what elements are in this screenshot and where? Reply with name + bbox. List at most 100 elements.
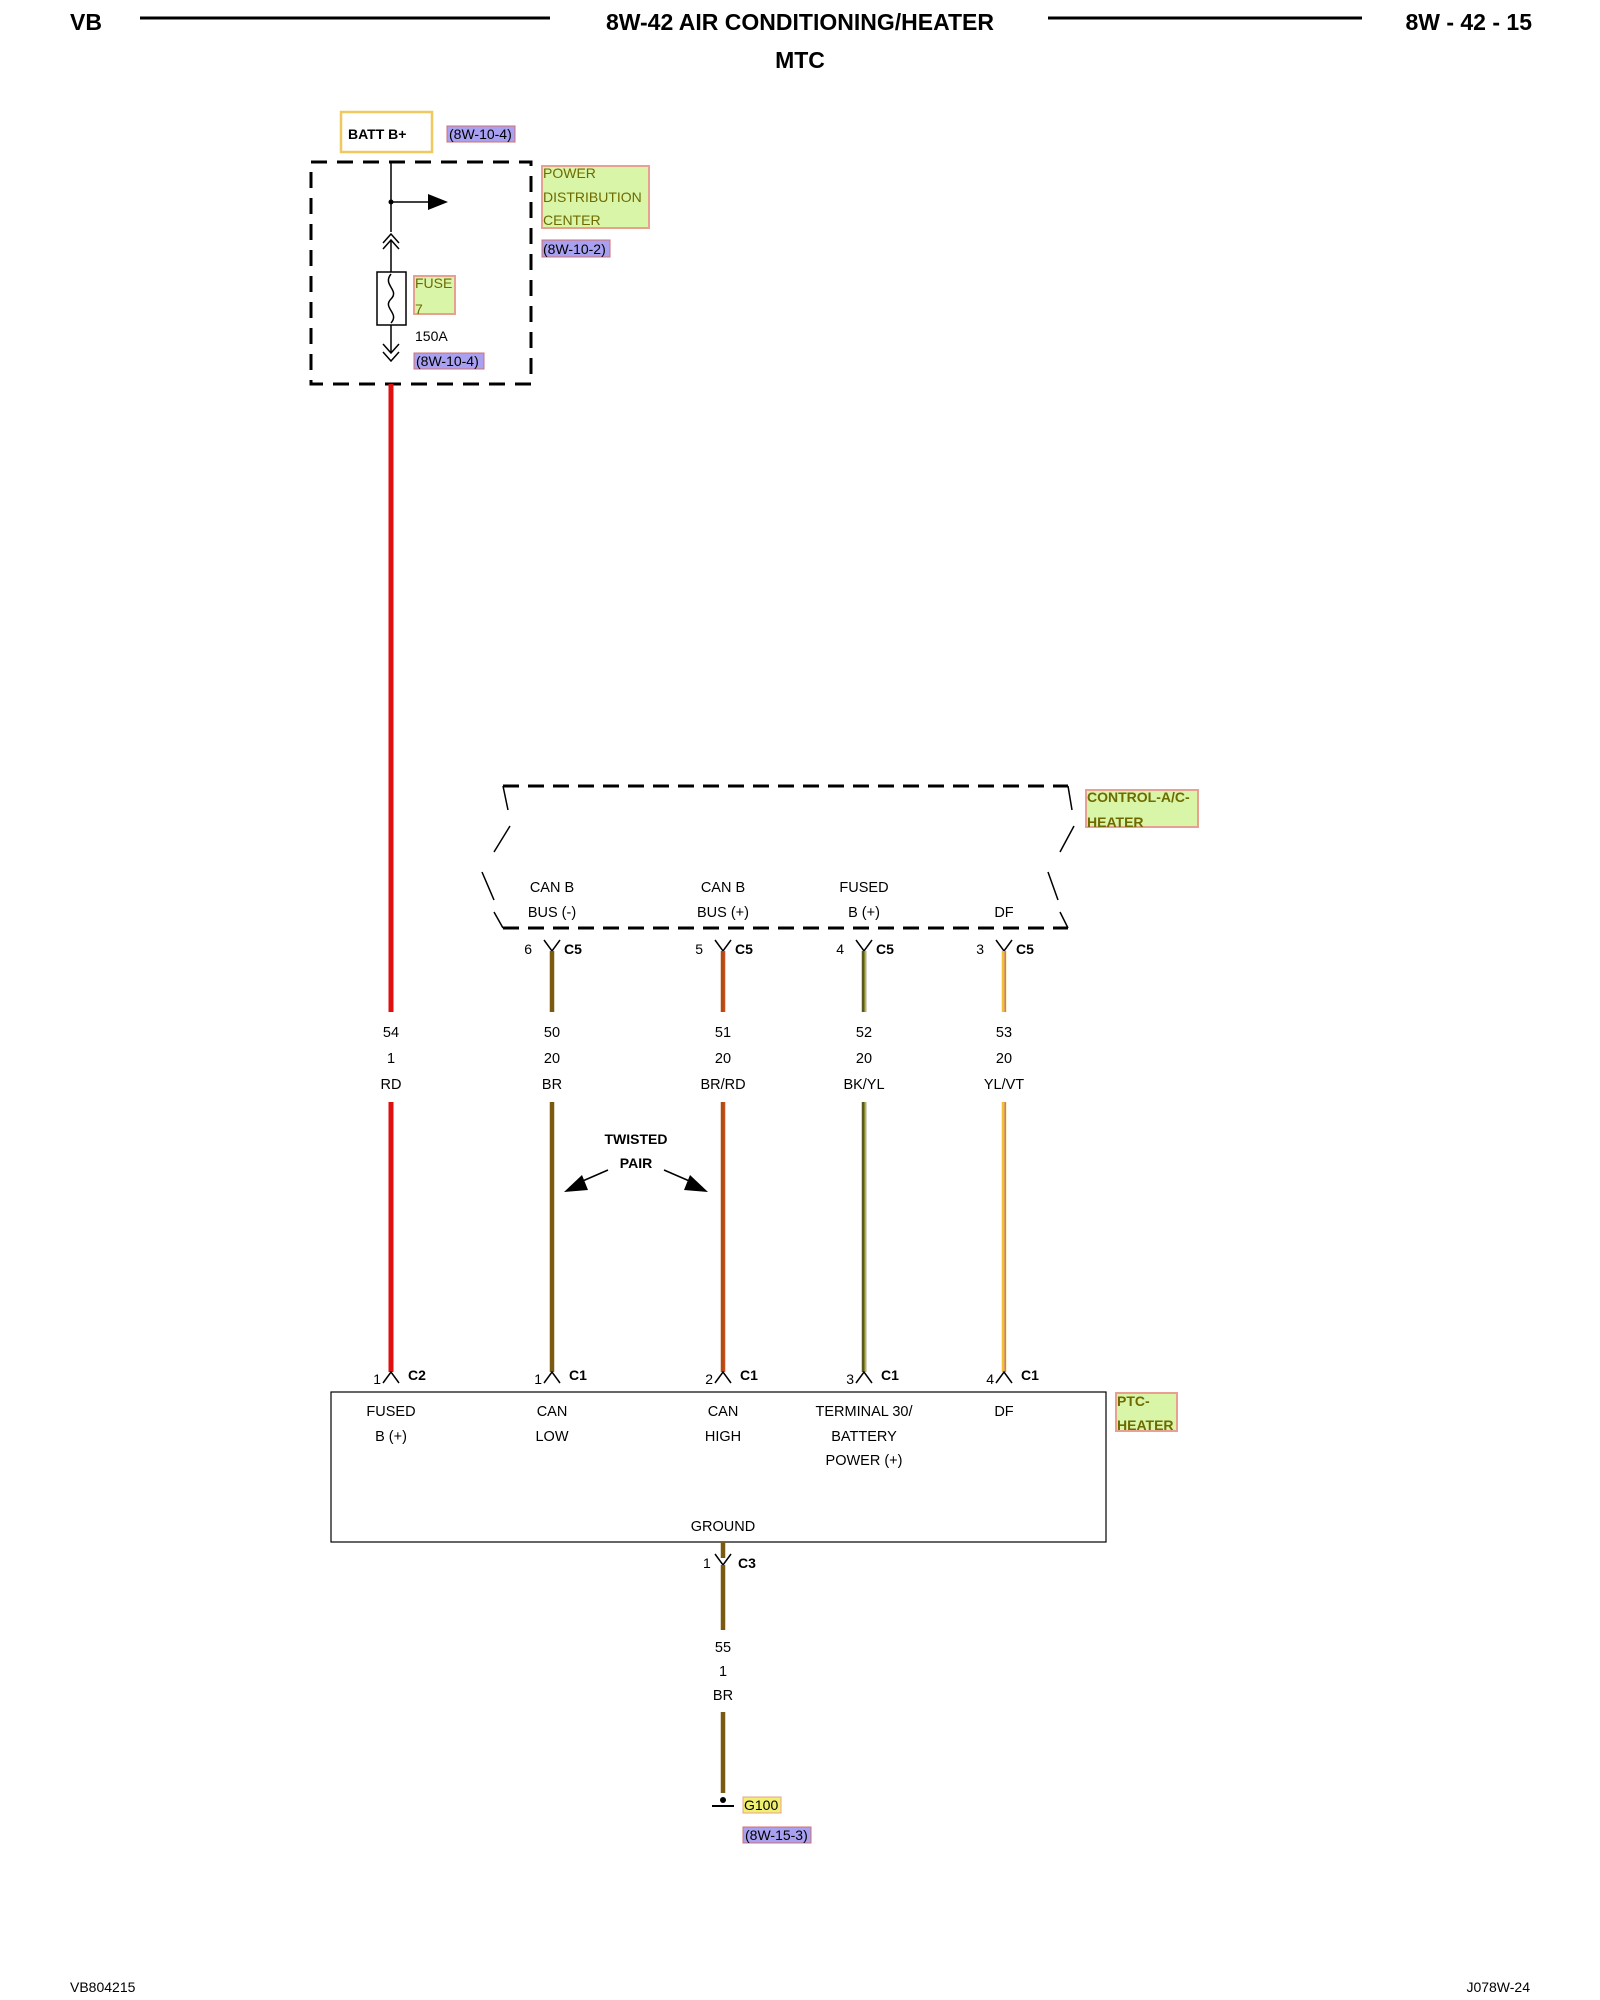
wire-circuit-number: 50 [544, 1025, 560, 1041]
wire-gauge: 1 [387, 1051, 395, 1067]
ptc-pin-number: 1 [373, 1371, 381, 1387]
control-pin-number: 5 [695, 941, 703, 957]
wire-circuit-number: 53 [996, 1025, 1012, 1041]
connector-terminal-icon [382, 1370, 400, 1384]
ptc-pin-label-line2: HIGH [705, 1429, 741, 1445]
control-pin-label-line2: BUS (+) [697, 905, 749, 921]
page-header: VB 8W-42 AIR CONDITIONING/HEATER 8W - 42… [70, 9, 1532, 73]
connector-terminal-icon [995, 1370, 1013, 1384]
page-subtitle: MTC [775, 47, 825, 73]
ground-pin-number: 1 [703, 1555, 711, 1571]
control-name-line1: CONTROL-A/C- [1087, 789, 1190, 805]
pdc-ref-link[interactable]: (8W-10-2) [543, 241, 606, 257]
wire-color-code: RD [381, 1077, 402, 1093]
control-pin-connector: C5 [564, 941, 582, 957]
ptc-pin-label-line1: TERMINAL 30/ [816, 1404, 914, 1420]
ptc-pin-label-line2: B (+) [375, 1429, 407, 1445]
power-distribution-center: POWER DISTRIBUTION CENTER (8W-10-2) FUSE… [309, 160, 650, 386]
control-pin: DF 3 C5 [976, 905, 1034, 957]
ptc-pin-number: 1 [534, 1371, 542, 1387]
ptc-pin-number: 2 [705, 1371, 713, 1387]
fuse-label-line1: FUSE [415, 275, 452, 291]
ptc-name-line1: PTC- [1117, 1393, 1150, 1409]
control-pin: CAN B BUS (-) 6 C5 [524, 880, 582, 957]
wire-gauge: 20 [996, 1051, 1012, 1067]
ptc-ground-label: GROUND [691, 1519, 755, 1535]
fuse-ref-link[interactable]: (8W-10-4) [416, 353, 479, 369]
batt-ref-link[interactable]: (8W-10-4) [449, 126, 512, 142]
ground-wire-gauge: 1 [719, 1664, 727, 1680]
connector-terminal-icon [543, 939, 561, 953]
ground-circuit: 1 C3 55 1 BR G100 (8W-15-3) [703, 1542, 812, 1844]
ptc-pin-label-line1: CAN [537, 1404, 568, 1420]
control-name-line2: HEATER [1087, 814, 1144, 830]
connector-terminal-icon [855, 1370, 873, 1384]
fuse-label-line2: 7 [415, 301, 423, 317]
wire-color-code: YL/VT [984, 1077, 1024, 1093]
ptc-pin-connector: C2 [408, 1367, 426, 1383]
ptc-pin-label-line2: BATTERY [831, 1429, 897, 1445]
pdc-name-line3: CENTER [543, 212, 601, 228]
page-title: 8W-42 AIR CONDITIONING/HEATER [606, 9, 994, 35]
control-pin-connector: C5 [1016, 941, 1034, 957]
control-pin-label-line2: BUS (-) [528, 905, 576, 921]
header-left: VB [70, 9, 102, 35]
batt-label: BATT B+ [348, 126, 406, 142]
ptc-pin-connector: C1 [1021, 1367, 1039, 1383]
ptc-pin-label-line1: CAN [708, 1404, 739, 1420]
twisted-pair-note: TWISTED PAIR [564, 1131, 708, 1192]
footer-left: VB804215 [70, 1979, 136, 1995]
ptc-pin-number: 3 [846, 1371, 854, 1387]
wire-gauge: 20 [715, 1051, 731, 1067]
ptc-pin-label-line2: LOW [535, 1429, 568, 1445]
ground-point-name: G100 [744, 1797, 778, 1813]
wire-gauge: 20 [856, 1051, 872, 1067]
wire-circuit-number: 51 [715, 1025, 731, 1041]
ground-connector: C3 [738, 1555, 756, 1571]
connector-terminal-icon [714, 1370, 732, 1384]
pdc-name-line1: POWER [543, 165, 596, 181]
connector-terminal-icon [995, 939, 1013, 953]
control-pin-number: 6 [524, 941, 532, 957]
control-pin-connector: C5 [735, 941, 753, 957]
control-pin-label-line1: CAN B [530, 880, 574, 896]
ptc-pin-number: 4 [986, 1371, 994, 1387]
ptc-pin-label-line1: FUSED [366, 1404, 415, 1420]
ptc-pin-label-line1: DF [994, 1404, 1013, 1420]
wire-gauge: 20 [544, 1051, 560, 1067]
batt-b-plus: BATT B+ (8W-10-4) [339, 110, 516, 154]
control-pin-number: 3 [976, 941, 984, 957]
page-number: 8W - 42 - 15 [1405, 9, 1532, 35]
control-pin-label-line1: FUSED [839, 880, 888, 896]
ground-ref-link[interactable]: (8W-15-3) [745, 1827, 808, 1843]
fuse-rating: 150A [415, 328, 448, 344]
control-pin-label-line2: DF [994, 905, 1013, 921]
control-ac-heater: CONTROL-A/C- HEATER [481, 784, 1199, 930]
control-pin-connector: C5 [876, 941, 894, 957]
ptc-pin-label-line3: POWER (+) [826, 1453, 903, 1469]
control-pin-number: 4 [836, 941, 844, 957]
pdc-name-line2: DISTRIBUTION [543, 189, 642, 205]
control-pin: CAN B BUS (+) 5 C5 [695, 880, 753, 957]
footer-right: J078W-24 [1466, 1979, 1530, 1995]
control-pin-label-line1: CAN B [701, 880, 745, 896]
ground-wire-color: BR [713, 1688, 733, 1704]
wire-circuit-number: 52 [856, 1025, 872, 1041]
arrow-right-icon [684, 1175, 708, 1192]
connector-terminal-icon [543, 1370, 561, 1384]
wire-color-code: BK/YL [843, 1077, 884, 1093]
twisted-pair-line2: PAIR [620, 1155, 652, 1171]
arrow-right-icon [428, 194, 448, 210]
